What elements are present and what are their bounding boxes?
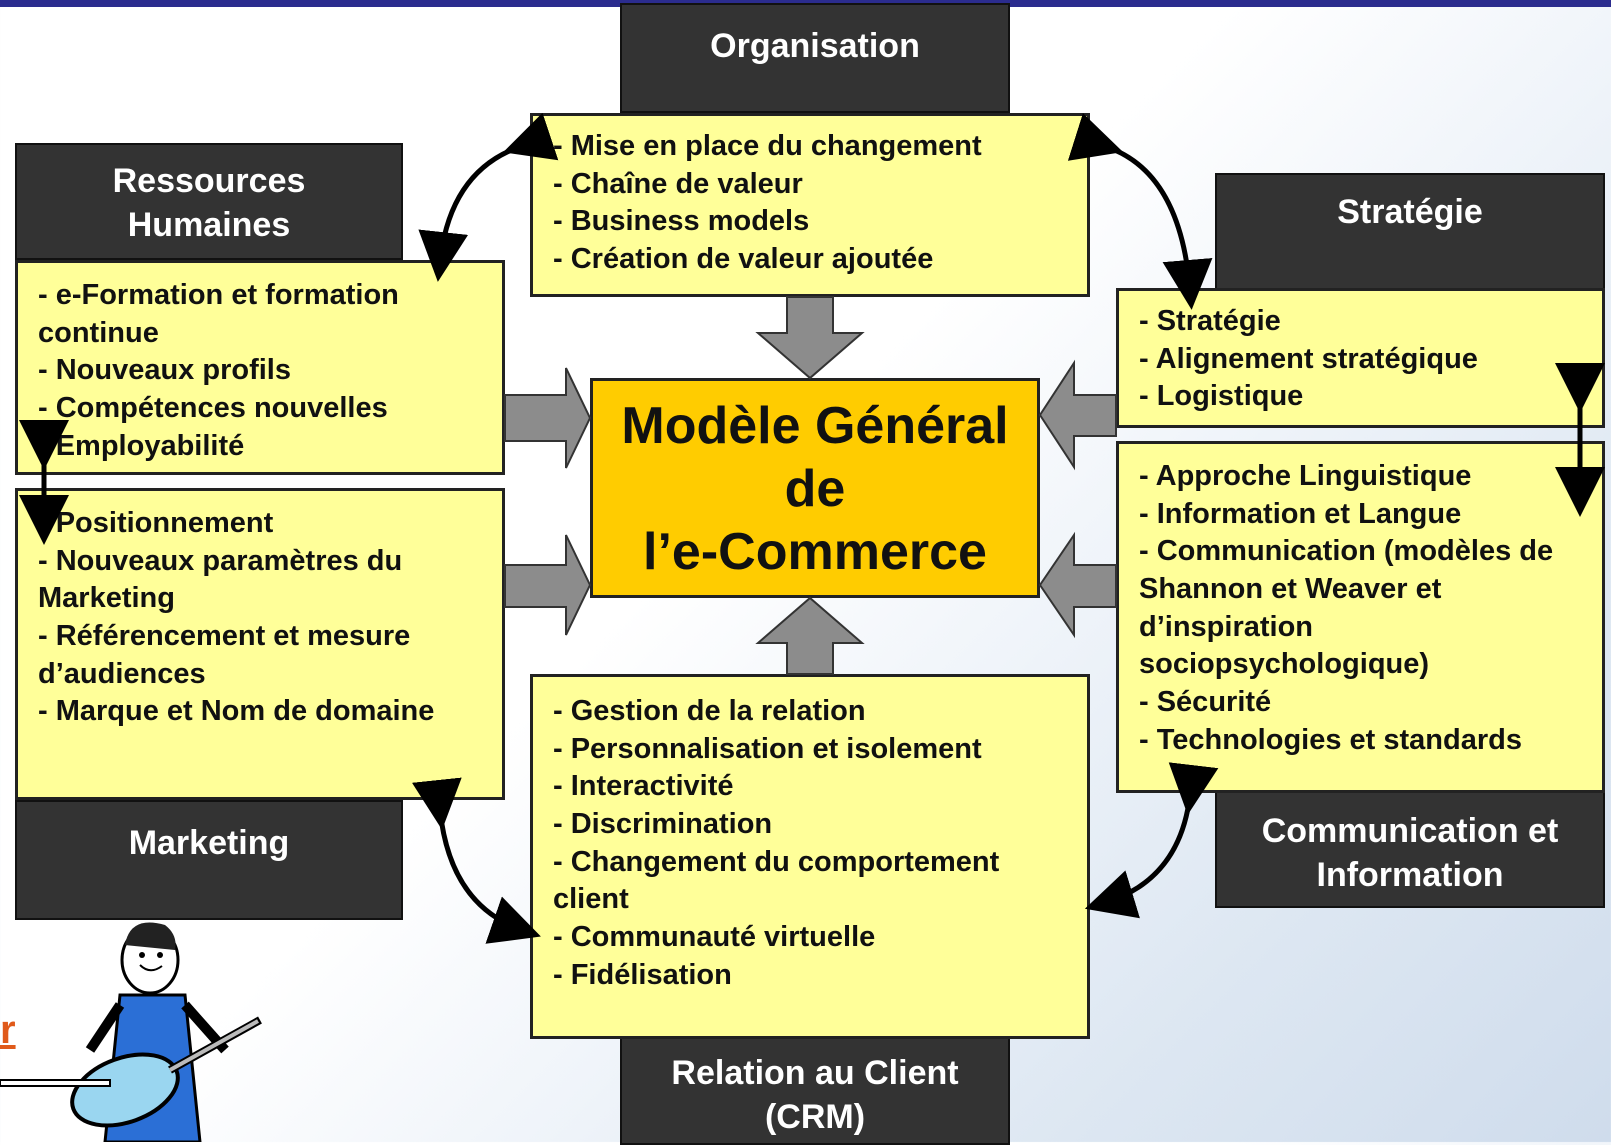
- header-rh-line2: Humaines: [127, 205, 291, 244]
- box-ressources-humaines: - e-Formation et formation continue - No…: [15, 260, 505, 475]
- list-item: - Communauté virtuelle: [553, 921, 876, 954]
- block-arrow-right-bottom: [504, 534, 592, 636]
- header-marketing: Marketing: [15, 800, 403, 920]
- list-item: - Changement du comportement client: [553, 845, 1008, 916]
- header-strategie-label: Stratégie: [1337, 193, 1483, 231]
- block-arrow-left-bottom: [1038, 531, 1117, 639]
- list-item: - Référencement et mesure d’audiences: [38, 620, 419, 690]
- header-crm-line1: Relation au Client: [671, 1054, 959, 1092]
- block-arrow-up: [755, 596, 865, 675]
- curved-arrow-bottom-left: [411, 777, 541, 944]
- center-title-line2: de: [784, 460, 846, 518]
- header-rh-line1: Ressources: [112, 162, 306, 200]
- list-item: - Approche Linguistique: [1139, 460, 1472, 492]
- header-organisation-label: Organisation: [710, 27, 920, 65]
- man-magnifier-icon: [0, 922, 262, 1142]
- box-communication: - Approche Linguistique - Information et…: [1116, 441, 1605, 793]
- list-item: - Interactivité: [553, 770, 734, 803]
- list-item: - e-Formation et formation continue: [38, 279, 407, 349]
- list-item: - Gestion de la relation: [553, 695, 866, 727]
- header-ressources-humaines: Ressources Humaines: [15, 143, 403, 260]
- header-communication: Communication et Information: [1215, 790, 1605, 908]
- box-crm: - Gestion de la relation - Personnalisat…: [530, 674, 1090, 1039]
- list-item: - Nouveaux paramètres du Marketing: [38, 544, 411, 615]
- center-title-line1: Modèle Général: [621, 397, 1009, 455]
- curved-arrow-top-left: [418, 112, 559, 282]
- list-item: - Nouveaux profils: [38, 354, 291, 387]
- list-item: - Communication (modèles de Shannon et W…: [1139, 535, 1562, 681]
- list-item: - Discrimination: [553, 808, 773, 841]
- box-strategie: - Stratégie - Alignement stratégique - L…: [1116, 288, 1605, 428]
- list-item: - Compétences nouvelles: [38, 392, 388, 425]
- header-organisation: Organisation: [620, 3, 1010, 113]
- list-item: - Logistique: [1139, 380, 1304, 413]
- list-item: - Alignement stratégique: [1139, 342, 1478, 375]
- list-item: - Sécurité: [1139, 686, 1272, 719]
- header-crm-line2: (CRM): [764, 1097, 866, 1136]
- header-marketing-label: Marketing: [128, 824, 290, 862]
- box-marketing: - Positionnement - Nouveaux paramètres d…: [15, 488, 505, 800]
- list-item: - Mise en place du changement: [553, 130, 982, 162]
- list-item: - Positionnement: [38, 507, 274, 539]
- block-arrow-left-top: [1038, 359, 1117, 471]
- block-arrow-right-top: [504, 367, 592, 469]
- header-communication-line2: Information: [1316, 855, 1504, 894]
- list-item: - Stratégie: [1139, 305, 1281, 337]
- block-arrow-down: [755, 296, 865, 380]
- list-item: - Personnalisation et isolement: [553, 732, 982, 765]
- list-item: - Fidélisation: [553, 958, 732, 991]
- list-item: - Marque et Nom de domaine: [38, 695, 435, 728]
- center-title-box: Modèle Général de l’e-Commerce: [590, 378, 1040, 598]
- list-item: - Technologies et standards: [1139, 723, 1522, 756]
- corner-link[interactable]: r: [0, 1008, 16, 1052]
- box-organisation: - Mise en place du changement - Chaîne d…: [530, 113, 1090, 297]
- center-title-line3: l’e-Commerce: [643, 523, 987, 581]
- curved-arrow-bottom-right: [1084, 762, 1219, 919]
- curved-arrow-top-right: [1067, 113, 1213, 310]
- header-communication-line1: Communication et: [1261, 812, 1559, 850]
- list-item: - Information et Langue: [1139, 497, 1462, 530]
- list-item: - Business models: [553, 205, 810, 238]
